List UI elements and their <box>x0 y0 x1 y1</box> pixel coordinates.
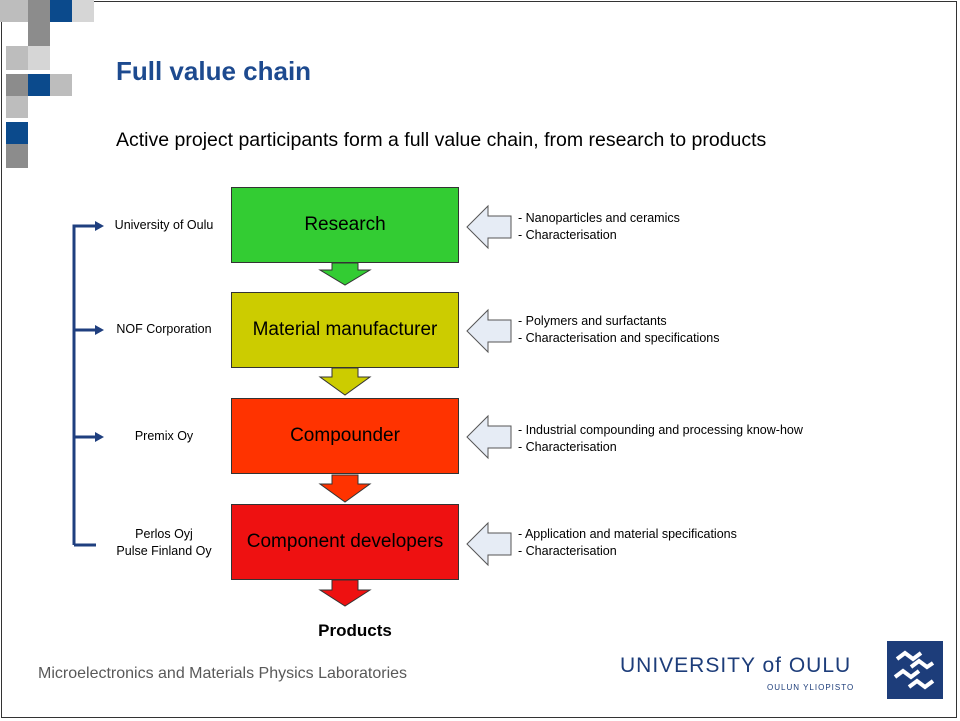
participant-pulse-finland: Pulse Finland Oy <box>116 544 212 558</box>
products-label: Products <box>318 621 392 640</box>
note-line: - Industrial compounding and processing … <box>518 423 803 437</box>
note-line: - Polymers and surfactants <box>518 314 667 328</box>
university-logo-subtext: OULUN YLIOPISTO <box>767 683 855 692</box>
note-line: - Characterisation <box>518 228 617 242</box>
stage-material-manufacturer: Material manufacturer <box>231 292 459 368</box>
note-line: - Nanoparticles and ceramics <box>518 211 680 225</box>
note-line: - Application and material specification… <box>518 527 737 541</box>
stage-research: Research <box>231 187 459 263</box>
stage-component-developers: Component developers <box>231 504 459 580</box>
down-arrow-icon <box>318 474 372 503</box>
university-logo-icon <box>887 641 943 699</box>
input-arrow-icon <box>466 414 512 460</box>
down-arrow-icon <box>318 579 372 607</box>
down-arrow-icon <box>318 367 372 396</box>
slide-subtitle: Active project participants form a full … <box>116 129 767 151</box>
input-arrow-icon <box>466 204 512 250</box>
input-arrow-icon <box>466 308 512 354</box>
note-line: - Characterisation <box>518 440 617 454</box>
participant-university-of-oulu: University of Oulu <box>114 218 214 232</box>
footer-lab-name: Microelectronics and Materials Physics L… <box>38 665 408 682</box>
notes-component-developers: - Application and material specification… <box>518 526 737 560</box>
participant-perlos-pulse: Perlos Oyj Pulse Finland Oy <box>99 526 229 560</box>
stage-compounder: Compounder <box>231 398 459 474</box>
participant-premix-oy: Premix Oy <box>134 429 194 443</box>
arrow-head-icon <box>95 325 104 335</box>
participant-perlos: Perlos Oyj <box>135 527 193 541</box>
down-arrow-icon <box>318 262 372 286</box>
notes-compounder: - Industrial compounding and processing … <box>518 422 803 456</box>
notes-research: - Nanoparticles and ceramics - Character… <box>518 210 680 244</box>
arrow-head-icon <box>95 432 104 442</box>
input-arrow-icon <box>466 521 512 567</box>
participant-nof-corporation: NOF Corporation <box>116 322 212 336</box>
notes-material-manufacturer: - Polymers and surfactants - Characteris… <box>518 313 720 347</box>
university-logo-text: UNIVERSITY of OULU <box>620 654 852 677</box>
note-line: - Characterisation and specifications <box>518 331 720 345</box>
arrow-head-icon <box>95 221 104 231</box>
slide-title: Full value chain <box>116 56 312 86</box>
note-line: - Characterisation <box>518 544 617 558</box>
